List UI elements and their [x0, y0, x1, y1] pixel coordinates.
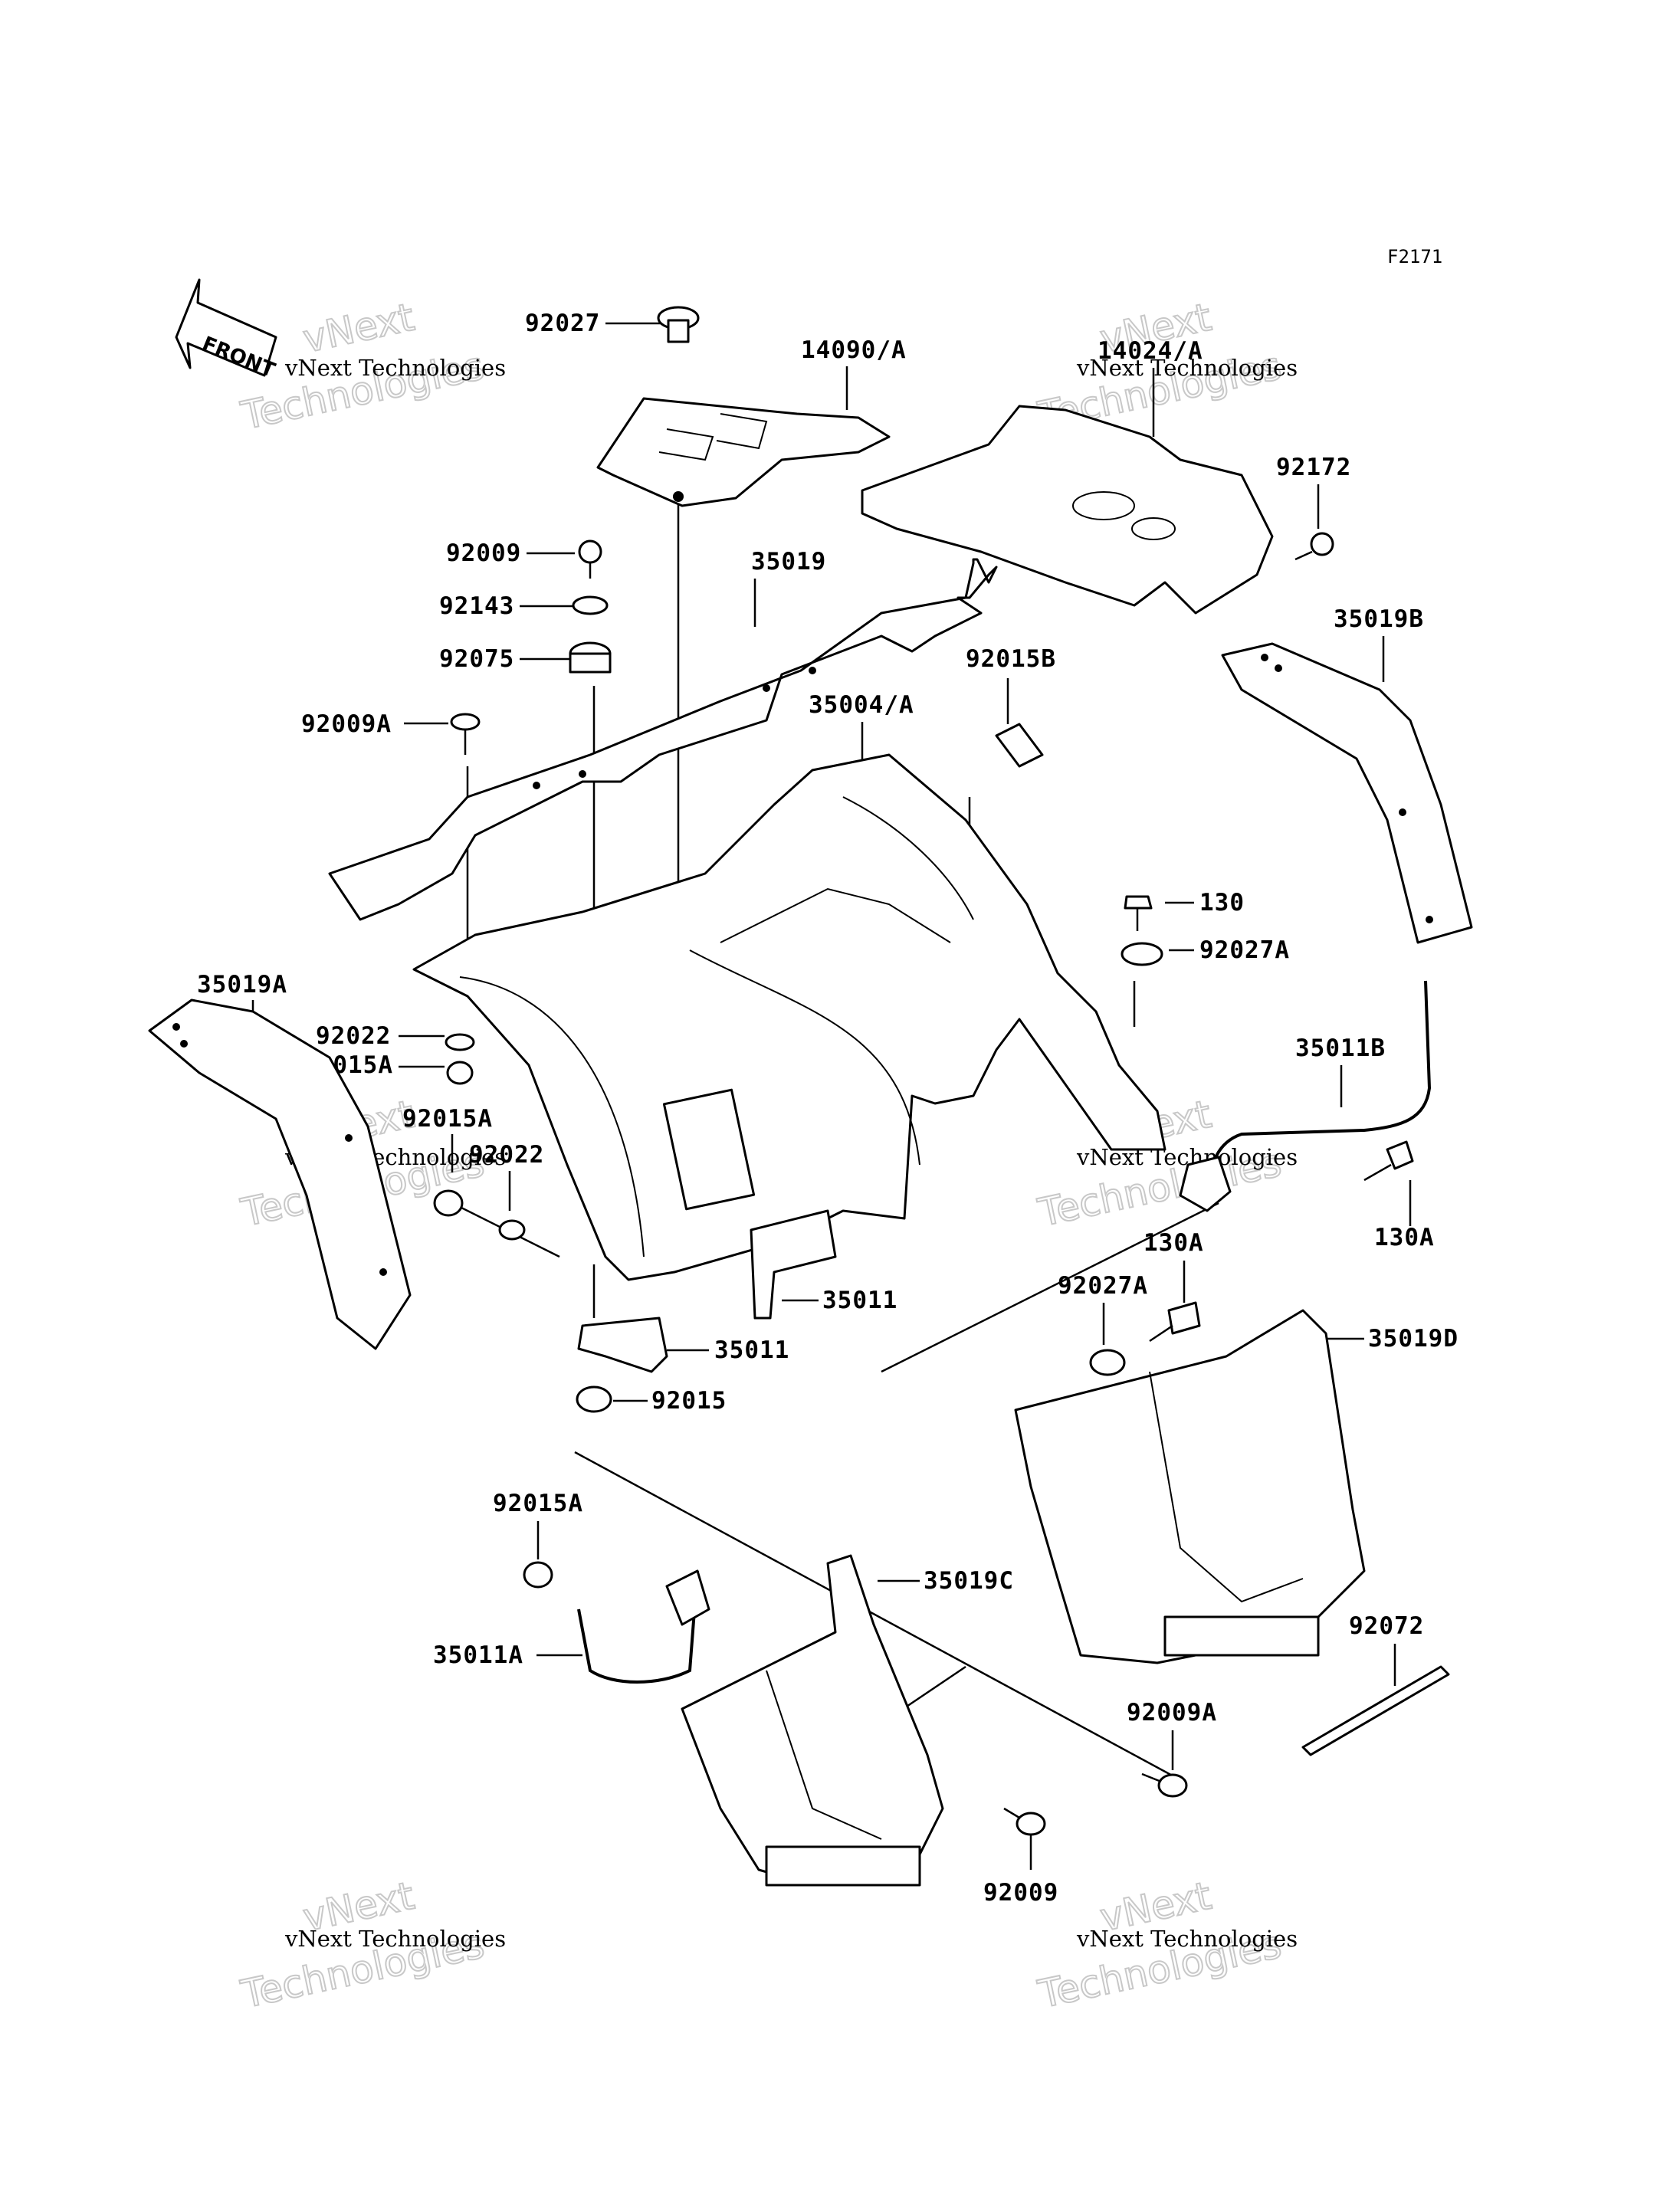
callout-35019a: 35019A	[197, 971, 287, 998]
tie-strap-92072-icon	[1301, 1665, 1450, 1756]
grommet-92027a-top-icon	[1121, 942, 1163, 966]
nut-92015-icon	[576, 1385, 612, 1413]
callout-92009: 92009	[446, 539, 521, 567]
svg-text:vNext Technologies: vNext Technologies	[284, 355, 506, 381]
callout-92143: 92143	[439, 592, 514, 620]
part-35019b-flap	[1221, 642, 1473, 944]
part-35011-bracket-b	[577, 1317, 668, 1373]
svg-text:vNext Technologies: vNext Technologies	[1076, 1926, 1298, 1952]
part-35011b-bracket	[1179, 980, 1432, 1212]
callout-35019d: 35019D	[1368, 1325, 1459, 1353]
fastener-stack-icons	[569, 539, 612, 674]
callout-92075: 92075	[439, 645, 514, 673]
bolt-130-icon	[1124, 895, 1153, 931]
callout-35019c: 35019C	[924, 1567, 1014, 1595]
grommet-92027-icon	[657, 306, 700, 343]
svg-text:vNext Technologies: vNext Technologies	[284, 1926, 506, 1952]
callout-35011-a: 35011	[822, 1287, 897, 1314]
front-arrow-icon: FRONT	[175, 278, 278, 382]
callout-92015: 92015	[651, 1387, 727, 1415]
grommet-92027a-mid-icon	[1089, 1349, 1126, 1376]
callout-35019: 35019	[751, 548, 826, 575]
part-35019c-flap	[681, 1554, 944, 1887]
watermark-bottom-right: vNext Technologies vNext Technologies	[1033, 1873, 1298, 2018]
part-14024a-cover	[861, 405, 1274, 615]
watermark-top-left: vNext Technologies vNext Technologies	[236, 294, 506, 439]
part-14090a-cover	[596, 397, 891, 507]
callout-130a-mid: 130A	[1144, 1229, 1204, 1257]
nut-92015a-bottom-icon	[523, 1561, 553, 1589]
callout-92022-a: 92022	[316, 1022, 391, 1050]
callout-92015b: 92015B	[966, 645, 1056, 673]
figure-code: F2171	[1387, 246, 1442, 267]
callout-35011a: 35011A	[433, 1641, 523, 1669]
callout-92015a-c: 92015A	[493, 1490, 583, 1517]
screw-92172-icon	[1294, 532, 1334, 561]
part-35011-bracket-a	[750, 1209, 837, 1320]
part-35019-flap	[328, 558, 998, 921]
callout-130a-right: 130A	[1374, 1224, 1435, 1251]
callout-92072: 92072	[1349, 1612, 1424, 1640]
callout-92009a-top: 92009A	[301, 710, 392, 738]
svg-text:vNext: vNext	[299, 295, 418, 362]
bolt-130a-mid-icon	[1149, 1301, 1201, 1343]
callout-92027: 92027	[525, 310, 600, 337]
callout-14024a: 14024/A	[1098, 337, 1203, 365]
watermark-bottom-left: vNext Technologies vNext Technologies	[236, 1873, 506, 2018]
bolt-130a-right-icon	[1363, 1140, 1414, 1182]
part-35011a-bracket	[577, 1569, 710, 1684]
screw-92009a-bottom-icon	[1141, 1772, 1188, 1798]
callout-35019b: 35019B	[1334, 605, 1424, 633]
washer-nut-icons	[433, 1033, 526, 1241]
callout-92009a-bot: 92009A	[1127, 1699, 1217, 1726]
callout-92172: 92172	[1276, 454, 1351, 481]
callout-35004a: 35004/A	[809, 691, 914, 719]
callout-130: 130	[1199, 889, 1245, 917]
callout-92027a-top: 92027A	[1199, 936, 1290, 964]
leader-lines	[251, 322, 1412, 1870]
callout-35011b: 35011B	[1295, 1035, 1386, 1062]
watermark-mid-right: vNext Technologies vNext Technologies	[1033, 1091, 1298, 1236]
callout-92009-bot: 92009	[983, 1879, 1058, 1907]
callout-labels: 92027 14090/A 14024/A 92172 92009 35019 …	[197, 310, 1459, 1907]
screw-92009-bottom-icon	[1003, 1807, 1046, 1836]
callout-92022-b: 92022	[469, 1141, 544, 1169]
part-35019a-flap	[148, 998, 412, 1350]
part-35004a-fender	[412, 753, 1166, 1281]
clip-92015b-icon	[995, 723, 1044, 768]
svg-text:vNext Technologies: vNext Technologies	[1076, 355, 1298, 381]
part-35019d-flap	[1014, 1309, 1366, 1664]
screw-92009a-top-icon	[450, 713, 481, 755]
callout-14090a: 14090/A	[801, 336, 907, 364]
callout-35011-b: 35011	[714, 1336, 789, 1364]
callout-92015a-b: 92015A	[402, 1105, 493, 1133]
